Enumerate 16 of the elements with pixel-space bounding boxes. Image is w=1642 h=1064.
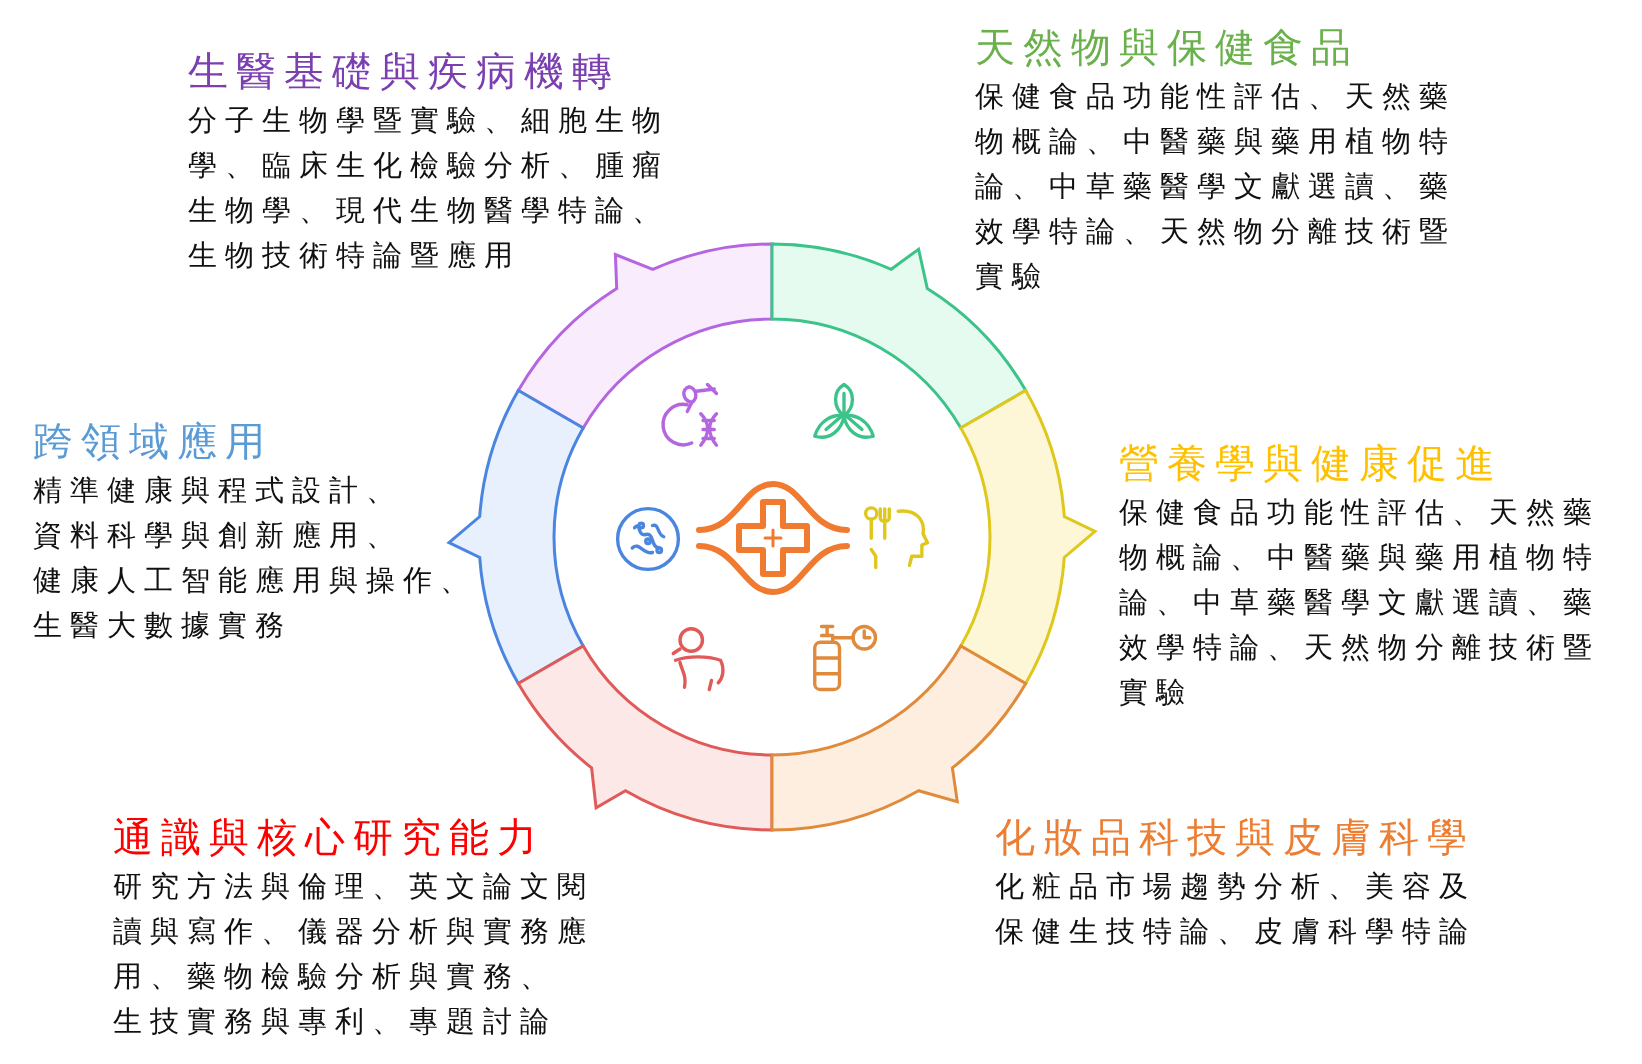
body-text: 保健食品功能性評估、天然藥物概論、中醫藥與藥用植物特論、中草藥醫學文獻選讀、藥效學特論、天然物分離技術暨實驗: [1119, 494, 1601, 711]
body-text: 研究方法與倫理、英文論文閱讀與寫作、儀器分析與實務應用、藥物檢驗分析與實務、: [113, 868, 595, 995]
heading: 營養學與健康促進: [1119, 439, 1504, 488]
body-text: 保健食品功能性評估、天然藥物概論、中醫藥與藥用植物特論、中草藥醫學文獻選讀、藥效學特論、天然物分離技術暨實驗: [975, 78, 1457, 295]
heading: 通識與核心研究能力: [113, 813, 546, 862]
heading: 跨領域應用: [33, 417, 274, 466]
body-text: 分子生物學暨實驗、細胞生物學、臨床生化檢驗分析、腫瘤生物學、現代生物醫學特論、生物技術特論暨應用: [188, 102, 670, 274]
heading: 天然物與保健食品: [975, 23, 1360, 72]
body-text: 生醫大數據實務: [33, 607, 293, 644]
body-text: 健康人工智能應用與操作、: [33, 562, 478, 599]
heading: 生醫基礎與疾病機轉: [188, 47, 621, 96]
body-text: 化粧品市場趨勢分析、美容及保健生技特論、皮膚科學特論: [995, 868, 1477, 950]
body-text: 生技實務與專利、專題討論: [113, 1003, 558, 1040]
heading: 化妝品科技與皮膚科學: [995, 813, 1476, 862]
body-text: 資料科學與創新應用、: [33, 517, 404, 554]
body-text: 精準健康與程式設計、: [33, 472, 404, 509]
